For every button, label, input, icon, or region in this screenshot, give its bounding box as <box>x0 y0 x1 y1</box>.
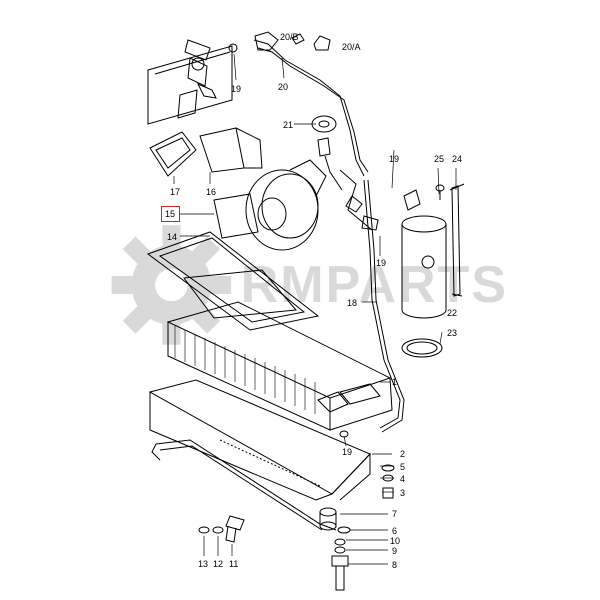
callout-9[interactable]: 9 <box>392 546 398 556</box>
callout-19[interactable]: 19 <box>231 84 242 94</box>
callout-10[interactable]: 10 <box>390 536 401 546</box>
callout-7[interactable]: 7 <box>392 509 398 519</box>
callout-17[interactable]: 17 <box>170 187 181 197</box>
callout-19-low[interactable]: 19 <box>342 447 353 457</box>
callout-20a[interactable]: 20/A <box>342 42 361 52</box>
callout-18[interactable]: 18 <box>347 298 358 308</box>
callout-16[interactable]: 16 <box>206 187 217 197</box>
gear-icon <box>111 225 232 345</box>
callout-8[interactable]: 8 <box>392 560 398 570</box>
callout-20[interactable]: 20 <box>278 82 289 92</box>
callout-13[interactable]: 13 <box>198 559 209 569</box>
callout-19-right[interactable]: 19 <box>389 154 400 164</box>
callout-11[interactable]: 11 <box>229 559 239 569</box>
callout-25[interactable]: 25 <box>434 154 445 164</box>
callout-12[interactable]: 12 <box>213 559 224 569</box>
callout-15[interactable]: 15 <box>165 209 176 219</box>
callout-20b[interactable]: 20/B <box>280 32 299 42</box>
callout-3[interactable]: 3 <box>400 488 406 498</box>
callout-1[interactable]: 1 <box>392 377 398 387</box>
callout-14[interactable]: 14 <box>167 232 178 242</box>
callout-2[interactable]: 2 <box>400 449 406 459</box>
callout-23[interactable]: 23 <box>447 328 458 338</box>
watermark: RMPARTS <box>108 225 508 345</box>
callout-21[interactable]: 21 <box>283 120 294 130</box>
callout-19-mid[interactable]: 19 <box>376 258 387 268</box>
callout-4[interactable]: 4 <box>400 474 406 484</box>
highlight-box <box>161 206 180 222</box>
bracket-assembly <box>147 39 233 125</box>
callout-6[interactable]: 6 <box>392 526 398 536</box>
callout-5[interactable]: 5 <box>400 462 406 472</box>
callout-24[interactable]: 24 <box>452 154 463 164</box>
callout-22[interactable]: 22 <box>447 308 458 318</box>
